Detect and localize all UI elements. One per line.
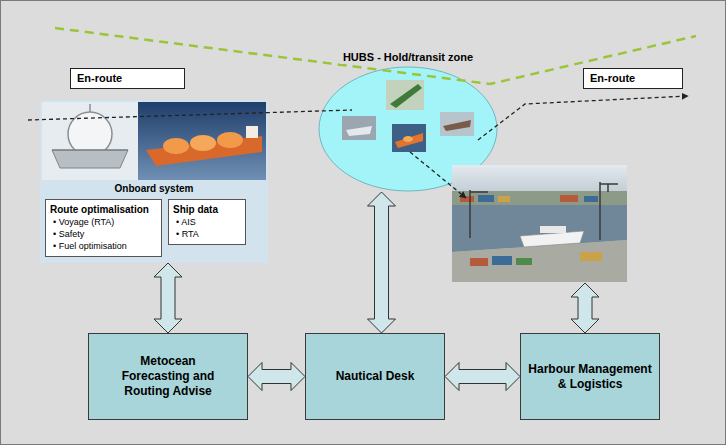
box-label: HUBS - Hold/transit zone	[340, 50, 476, 64]
box-label: Onboard system	[40, 182, 268, 195]
info-box: Route optimalisation• Voyage (RTA)• Safe…	[45, 199, 162, 257]
mast-line	[89, 104, 91, 112]
photo-ground	[452, 165, 627, 282]
bullet-item: • Fuel optimisation	[50, 240, 157, 252]
ship-tank	[217, 132, 243, 148]
ship-superstructure	[540, 226, 566, 233]
hull-shape	[52, 150, 128, 168]
process-box: Harbour Management & Logistics	[520, 333, 660, 420]
box-label: En-route	[77, 72, 178, 85]
ship-hull	[146, 136, 262, 166]
process-box: Nautical Desk	[305, 333, 445, 420]
route-line	[28, 110, 352, 120]
zone-ellipse: HUBS - Hold/transit zone	[318, 50, 498, 192]
route-arrow	[410, 152, 466, 198]
box-label: Harbour Management & Logistics	[525, 362, 655, 392]
box-label: Ship data	[173, 203, 241, 216]
box-label: Route optimalisation	[50, 203, 157, 216]
photo-sky	[452, 165, 627, 191]
hub-ship-photo	[392, 124, 426, 152]
container-stack	[470, 258, 488, 266]
photo-ground	[392, 124, 426, 152]
bullet-item: • RTA	[173, 228, 241, 240]
process-box: Metocean Forecasting and Routing Advise	[88, 333, 248, 420]
bullet-item: • Voyage (RTA)	[50, 216, 157, 228]
photo-sea	[138, 102, 266, 180]
hub-ship-photo	[386, 80, 424, 110]
block-arrow	[445, 363, 520, 391]
bullet-item: • AIS	[173, 216, 241, 228]
photo-ground	[42, 102, 138, 180]
block-arrow	[571, 283, 599, 333]
zone-ellipse-shape	[319, 67, 497, 191]
container-stack	[478, 195, 494, 202]
zone-tag: En-route	[70, 68, 185, 89]
box-label: Metocean Forecasting and Routing Advise	[111, 354, 225, 399]
crane	[600, 182, 618, 240]
hub-ship-photo	[440, 112, 474, 136]
lng-ship-photo	[138, 102, 266, 180]
quay	[452, 240, 627, 282]
container-stack	[498, 196, 510, 202]
deck-line	[52, 149, 128, 150]
bullet-item: • Safety	[50, 228, 157, 240]
crane	[470, 190, 488, 238]
container-stack	[460, 196, 474, 202]
system-panel: Onboard systemRoute optimalisation• Voya…	[40, 100, 268, 263]
route-arrow	[478, 96, 688, 140]
ship-drawing-photo	[42, 102, 138, 180]
zone-tag: En-route	[583, 68, 683, 89]
container-stack	[584, 196, 598, 202]
harbour-water	[452, 205, 627, 252]
box-label: Nautical Desk	[336, 369, 415, 384]
block-arrow	[248, 363, 305, 391]
ship-tank	[403, 136, 413, 142]
info-box: Ship data• AIS• RTA	[168, 199, 246, 245]
photo-ground	[440, 112, 474, 136]
zone-outline	[318, 66, 498, 192]
route-line	[55, 28, 696, 84]
ship-hull	[395, 133, 423, 148]
container-stack	[560, 195, 578, 202]
photo-ground	[342, 116, 376, 140]
tank-outline	[68, 112, 112, 156]
ship-bridge	[246, 126, 258, 138]
container-stack	[516, 258, 532, 265]
ship-hull	[390, 84, 422, 108]
harbour-photo	[452, 165, 627, 282]
photo-ground	[386, 80, 424, 110]
container-stack	[580, 252, 602, 261]
block-arrow	[368, 192, 396, 333]
harbour-ship	[520, 231, 584, 247]
block-arrow	[154, 263, 182, 333]
ship-tank	[163, 138, 189, 154]
ship-hull	[346, 126, 372, 136]
box-label: En-route	[590, 72, 676, 85]
hub-ship-photo	[342, 116, 376, 140]
ship-tank	[190, 135, 216, 151]
ship-hull	[443, 120, 471, 131]
container-stack	[492, 256, 512, 265]
far-shore	[452, 191, 627, 205]
